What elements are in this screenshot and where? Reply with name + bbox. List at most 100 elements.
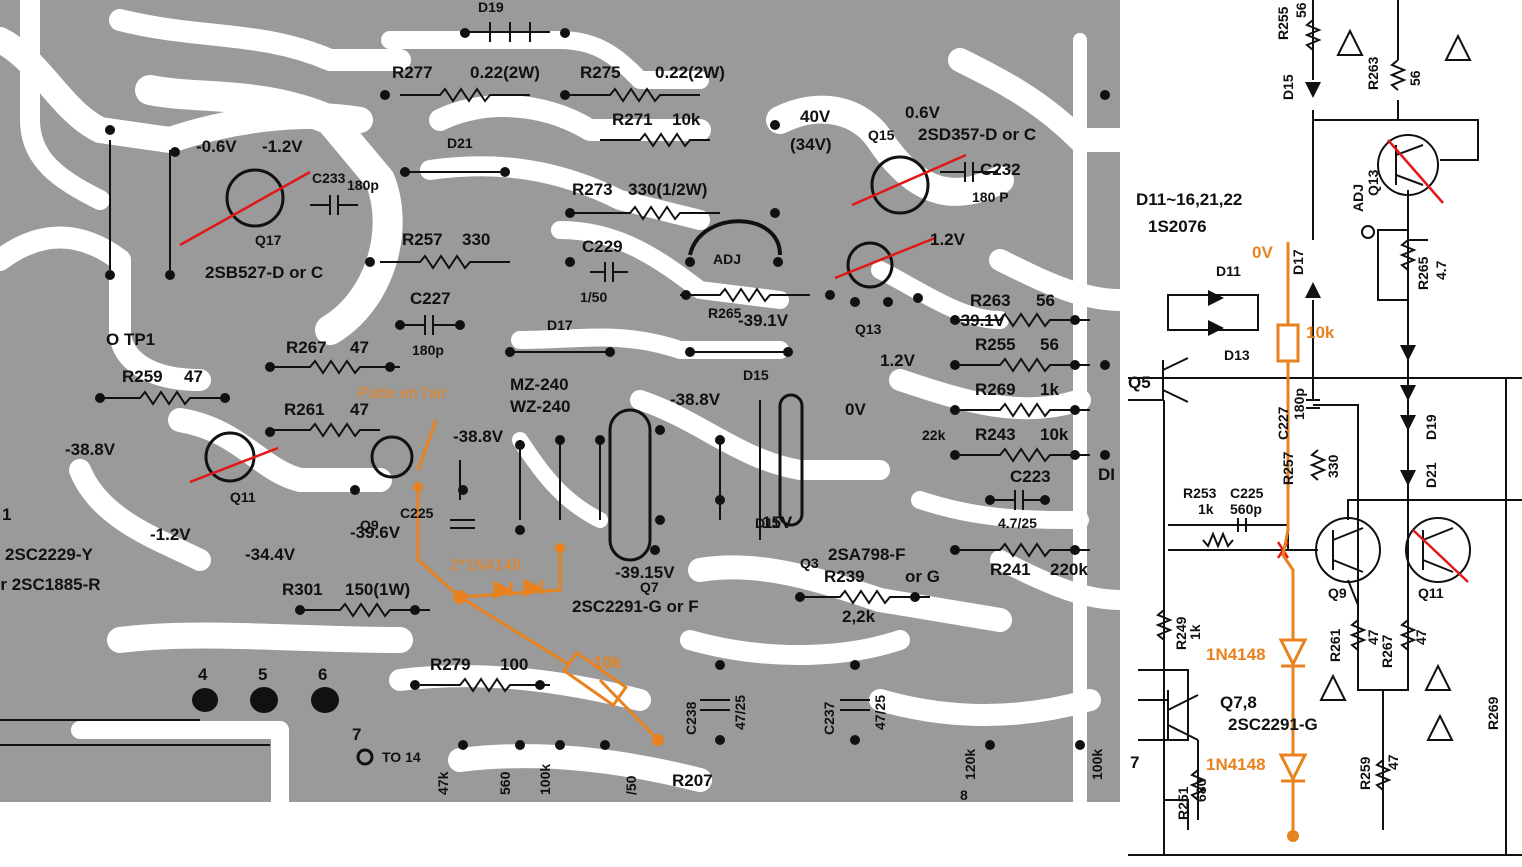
pcb-layout: D19 R277 0.22(2W) R275 0.22(2W) -0.6V -1… (0, 0, 1120, 802)
label-r241: R241 (990, 560, 1031, 579)
label-15v: 15V (762, 513, 793, 532)
annotation-10k-board: 10k (593, 653, 622, 672)
annotation-floating-leg: Patte en l'air (358, 385, 447, 402)
label-r279: R279 (430, 655, 471, 674)
label-r301: R301 (282, 580, 323, 599)
label-50: /50 (623, 775, 639, 795)
label-c223-val: 4.7/25 (998, 515, 1037, 531)
label-d17: D17 (547, 317, 573, 333)
removed-transistor-marks (179, 153, 967, 484)
warning-icons (1319, 28, 1472, 741)
label-to14: TO 14 (382, 749, 421, 765)
label-c238: C238 (683, 701, 699, 735)
label-q9: Q9 (360, 517, 379, 533)
label-34v: (34V) (790, 135, 832, 154)
sch-r259: R259 (1357, 756, 1373, 790)
sch-r255: R255 (1275, 6, 1291, 40)
schematic-diodes (1208, 82, 1416, 486)
sch-r249: R249 (1173, 616, 1189, 650)
terminal-pads (192, 687, 374, 766)
label-q15-type: 2SD357-D or C (918, 125, 1036, 144)
label-d15: D15 (743, 367, 769, 383)
sch-adj: ADJ (1350, 184, 1366, 212)
label-100k: 100k (537, 764, 553, 795)
sch-r251: R251 (1175, 786, 1191, 820)
label-c225: C225 (400, 505, 434, 521)
label-r263-val: 56 (1036, 291, 1055, 310)
label-r243: R243 (975, 425, 1016, 444)
modification-nodes (413, 482, 664, 746)
label-8: 8 (960, 787, 968, 802)
label-tp1: O TP1 (106, 330, 155, 349)
label-di: DI (1098, 465, 1115, 484)
sch-annotation-diode-a: 1N4148 (1206, 645, 1266, 664)
label-22k: 22k (922, 427, 946, 443)
label-r277: R277 (392, 63, 433, 82)
sch-q78: Q7,8 (1220, 693, 1257, 712)
sch-q78-type: 2SC2291-G (1228, 715, 1318, 734)
label-c223: C223 (1010, 467, 1051, 486)
label-q17-base-v: -0.6V (196, 137, 237, 156)
label-r207: R207 (672, 771, 713, 790)
label-12v-c: -1.2V (150, 525, 191, 544)
schematic-excerpt: R255 56 R263 56 D15 Q13 ADJ D11~16,21,22… (1128, 0, 1522, 862)
label-r243-val: 10k (1040, 425, 1069, 444)
sch-q11: Q11 (1418, 585, 1444, 601)
label-q13: Q13 (855, 321, 882, 337)
label-pad4: 4 (198, 665, 208, 684)
label-r273: R273 (572, 180, 613, 199)
label-100k-b: 100k (1089, 749, 1105, 780)
label-c232: C232 (980, 160, 1021, 179)
label-r239-val: 2,2k (842, 607, 876, 626)
schematic-wires (1128, 0, 1522, 856)
label-c227-val: 180p (412, 342, 444, 358)
label-c229: C229 (582, 237, 623, 256)
sch-r263: R263 (1365, 56, 1381, 90)
label-r301-val: 150(1W) (345, 580, 410, 599)
label-40v: 40V (800, 107, 831, 126)
label-r261: R261 (284, 400, 325, 419)
label-r277-val: 0.22(2W) (470, 63, 540, 82)
sch-q13: Q13 (1365, 169, 1381, 196)
schematic-mod-node (1287, 830, 1299, 842)
sch-r269: R269 (1485, 696, 1501, 730)
modification-parts (493, 578, 628, 708)
label-d21: D21 (447, 135, 473, 151)
sch-diodes-part: 1S2076 (1148, 217, 1207, 236)
sch-q5: Q5 (1128, 373, 1151, 392)
label-c233-val: 180p (347, 177, 379, 193)
label-r279-val: 100 (500, 655, 528, 674)
sch-r251-val: 680 (1193, 778, 1209, 802)
label-r271: R271 (612, 110, 653, 129)
pcb-layout-drawing: D19 R277 0.22(2W) R275 0.22(2W) -0.6V -1… (0, 0, 1120, 802)
label-r255-val: 56 (1040, 335, 1059, 354)
copper-traces (0, 0, 1120, 802)
label-q7: Q7 (640, 579, 659, 595)
schematic-annotations: 0V 10k 1N4148 1N4148 (1206, 243, 1335, 774)
sch-d17: D17 (1290, 249, 1306, 275)
label-q17-type: 2SB527-D or C (205, 263, 323, 282)
label-388v-c: -38.8V (453, 427, 504, 446)
label-r269-val: 1k (1040, 380, 1059, 399)
sch-diodes-title: D11~16,21,22 (1136, 190, 1242, 209)
sch-r259-val: 47 (1385, 754, 1401, 770)
label-r239: R239 (824, 567, 865, 586)
label-560: 560 (497, 771, 513, 795)
sch-annotation-diode-b: 1N4148 (1206, 755, 1266, 774)
label-c227: C227 (410, 289, 451, 308)
annotation-two-diodes: 2*1N4148 (450, 557, 521, 574)
sch-d13: D13 (1224, 347, 1250, 363)
pads (95, 28, 1110, 750)
label-q17-coll-v: -1.2V (262, 137, 303, 156)
label-pad5: 5 (258, 665, 267, 684)
label-q3: Q3 (800, 555, 819, 571)
sch-r255-val: 56 (1293, 2, 1309, 18)
label-q3-type2: or G (905, 567, 940, 586)
sch-r257: R257 (1280, 451, 1296, 485)
sch-r265-val: 4.7 (1433, 260, 1449, 280)
label-r273-val: 330(1/2W) (628, 180, 707, 199)
label-r275-val: 0.22(2W) (655, 63, 725, 82)
label-r241-val: 220k (1050, 560, 1088, 579)
label-c233: C233 (312, 170, 346, 186)
label-r259: R259 (122, 367, 163, 386)
